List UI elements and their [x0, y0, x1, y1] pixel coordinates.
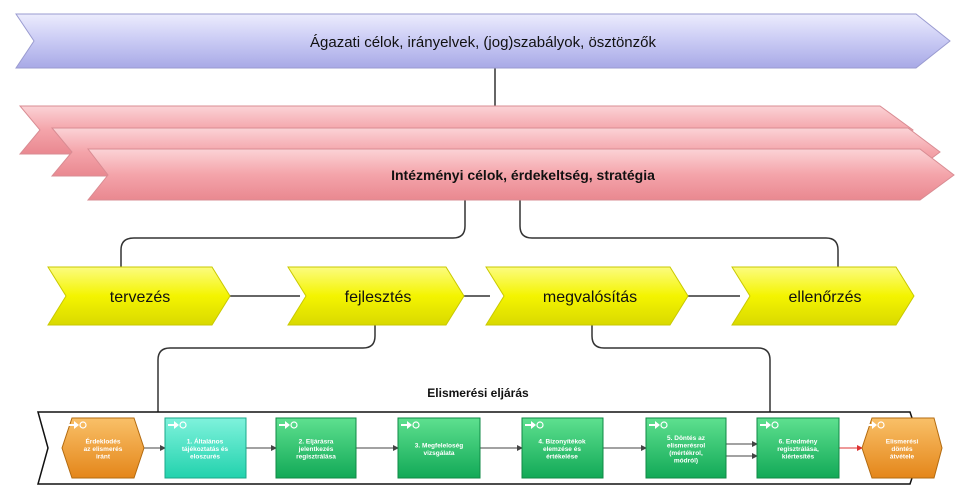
institution-banner-label: Intézményi célok, érdekeltség, stratégia	[391, 167, 655, 183]
procedure-title: Elismerési eljárás	[427, 386, 529, 400]
step-label-line: 1. Általános	[187, 437, 224, 446]
step-label-line: elismerésrol	[667, 442, 705, 449]
step-label-line: vizsgálata	[423, 450, 454, 457]
step-label-line: az elismerés	[84, 446, 123, 453]
step-label-line: módról)	[674, 457, 698, 464]
phase-label: megvalósítás	[543, 289, 637, 306]
phase-implementation: megvalósítás	[485, 266, 689, 326]
step-flow-arrows	[142, 441, 863, 459]
process-icon	[168, 421, 187, 429]
phase-development: fejlesztés	[287, 266, 465, 326]
process-icon	[866, 421, 885, 429]
step-label-line: értékelése	[546, 454, 578, 461]
phase-control: ellenőrzés	[731, 266, 915, 326]
step-label-line: döntés	[891, 446, 913, 453]
step-label-line: regisztrálása	[296, 454, 336, 461]
process-icon	[649, 421, 668, 429]
sector-goals-banner: Ágazati célok, irányelvek, (jog)szabályo…	[15, 13, 951, 69]
step-label-line: regisztrálása,	[777, 446, 819, 453]
step-label-line: eloszurés	[190, 454, 220, 461]
process-icon	[279, 421, 298, 429]
step-label-line: (mértékrol,	[669, 450, 703, 457]
step-label-line: jelentkezés	[298, 446, 334, 453]
step-label-line: átvétele	[890, 454, 915, 461]
step-label-line: 4. Bizonyítékok	[538, 439, 586, 446]
step-label-line: 6. Eredmény	[779, 439, 818, 446]
phase-label: fejlesztés	[345, 289, 412, 306]
step-label-line: 3. Megfeleloség	[415, 442, 463, 449]
process-icon	[525, 421, 544, 429]
connector-lines	[120, 68, 839, 420]
process-icon	[760, 421, 779, 429]
process-icon	[68, 421, 87, 429]
step-label-line: tájékoztatás és	[182, 446, 229, 453]
step-label-line: elemzése és	[543, 446, 581, 453]
institution-banner-stack: Intézményi célok, érdekeltség, stratégia	[18, 105, 955, 201]
step-label-line: 5. Döntés az	[667, 435, 706, 442]
sector-goals-label: Ágazati célok, irányelvek, (jog)szabályo…	[310, 34, 656, 51]
phase-planning: tervezés	[47, 266, 231, 326]
step-label-line: Érdeklodés	[85, 437, 120, 446]
step-label-line: kiértesítés	[782, 454, 815, 461]
phase-label: ellenőrzés	[789, 289, 862, 306]
phase-label: tervezés	[110, 289, 170, 306]
step-label-line: 2. Eljárásra	[299, 439, 334, 446]
process-icon	[401, 421, 420, 429]
phase-chevrons: tervezés fejlesztés megvalósítás ellenőr…	[47, 266, 915, 326]
step-label-line: iránt	[96, 454, 111, 461]
step-label-line: Elismerési	[886, 439, 919, 446]
